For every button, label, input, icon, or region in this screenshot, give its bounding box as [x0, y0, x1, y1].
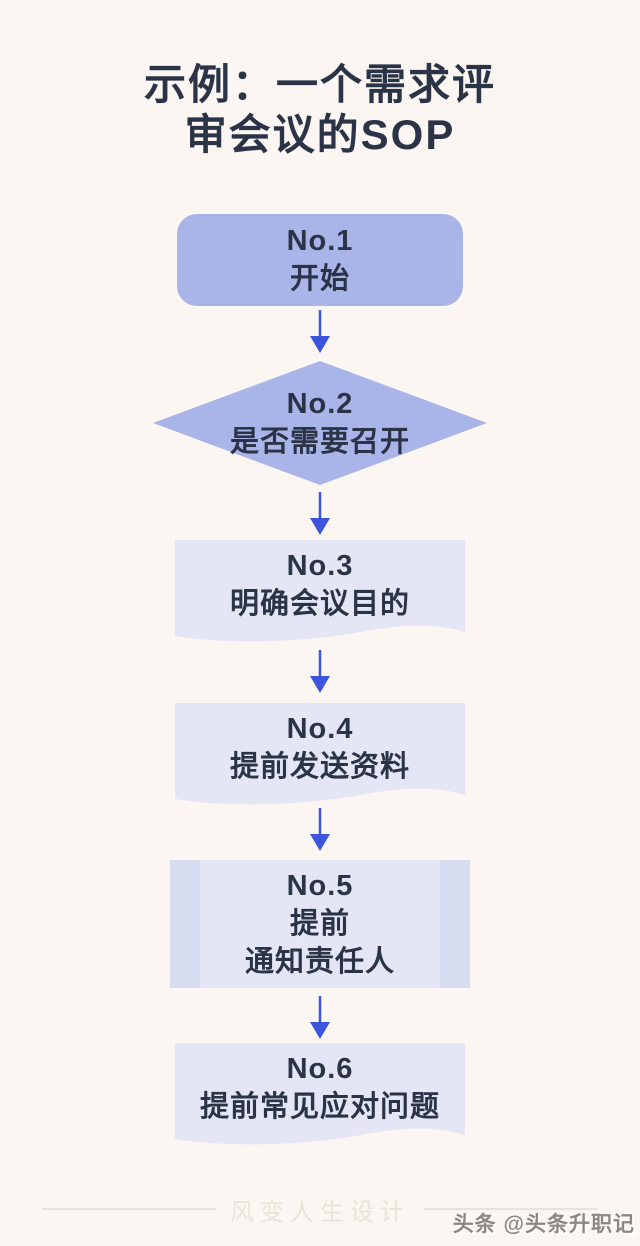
flow-node-step5-text: No.5 提前 通知责任人 — [170, 860, 470, 988]
predefined-process-right-bar — [440, 860, 470, 988]
node-label: 提前发送资料 — [229, 751, 410, 783]
flow-node-step5: No.5 提前 通知责任人 — [170, 860, 470, 988]
node-number: No.2 — [286, 388, 354, 420]
node-label: 是否需要召开 — [229, 426, 410, 458]
arrow-stem — [318, 310, 322, 338]
page-title-line-2: 审会议的SOP — [184, 111, 456, 158]
document-shape — [175, 703, 465, 805]
divider-line-left — [42, 1208, 216, 1210]
divider-line-right — [424, 1208, 598, 1210]
flow-node-decision: No.2 是否需要召开 — [153, 361, 487, 485]
document-shape — [175, 1043, 465, 1145]
arrow-head — [310, 336, 330, 353]
node-label: 明确会议目的 — [229, 588, 410, 620]
flow-node-step6: No.6 提前常见应对问题 — [175, 1043, 465, 1147]
predefined-process-left-bar — [170, 860, 200, 988]
arrow-stem — [318, 996, 322, 1024]
down-arrow-connector — [310, 808, 330, 851]
brand-text: 风变人生设计 — [230, 1198, 410, 1226]
arrow-stem — [318, 808, 322, 836]
node-label: 通知责任人 — [244, 946, 395, 978]
flow-node-step6-text: No.6 提前常见应对问题 — [175, 1043, 465, 1147]
node-number: No.6 — [286, 1053, 354, 1085]
node-label: 提前 — [289, 908, 350, 940]
arrow-stem — [318, 492, 322, 520]
flow-node-step3-text: No.3 明确会议目的 — [175, 540, 465, 644]
page-title: 示例：一个需求评 审会议的SOP — [0, 60, 640, 160]
node-label: 开始 — [289, 263, 350, 295]
down-arrow-connector — [310, 310, 330, 353]
arrow-head — [310, 834, 330, 851]
arrow-head — [310, 1022, 330, 1039]
arrow-head — [310, 676, 330, 693]
page-title-line-1: 示例：一个需求评 — [143, 61, 496, 108]
node-number: No.4 — [286, 713, 354, 745]
flow-node-step3: No.3 明确会议目的 — [175, 540, 465, 644]
node-number: No.1 — [286, 225, 354, 257]
flow-node-start: No.1 开始 — [177, 214, 463, 306]
down-arrow-connector — [310, 996, 330, 1039]
diamond-shape — [153, 361, 487, 485]
flow-node-decision-text: No.2 是否需要召开 — [153, 361, 487, 485]
down-arrow-connector — [310, 650, 330, 693]
watermark-text: 头条 @头条升职记 — [452, 1213, 635, 1236]
document-shape — [175, 540, 465, 642]
node-number: No.5 — [286, 870, 354, 902]
node-label: 提前常见应对问题 — [199, 1091, 440, 1123]
footer-divider: 风变人生设计 — [42, 1196, 598, 1226]
flow-node-start-text: No.1 开始 — [177, 214, 463, 306]
arrow-head — [310, 518, 330, 535]
flow-node-step4: No.4 提前发送资料 — [175, 703, 465, 807]
flow-node-step4-text: No.4 提前发送资料 — [175, 703, 465, 807]
node-number: No.3 — [286, 550, 354, 582]
down-arrow-connector — [310, 492, 330, 535]
arrow-stem — [318, 650, 322, 678]
